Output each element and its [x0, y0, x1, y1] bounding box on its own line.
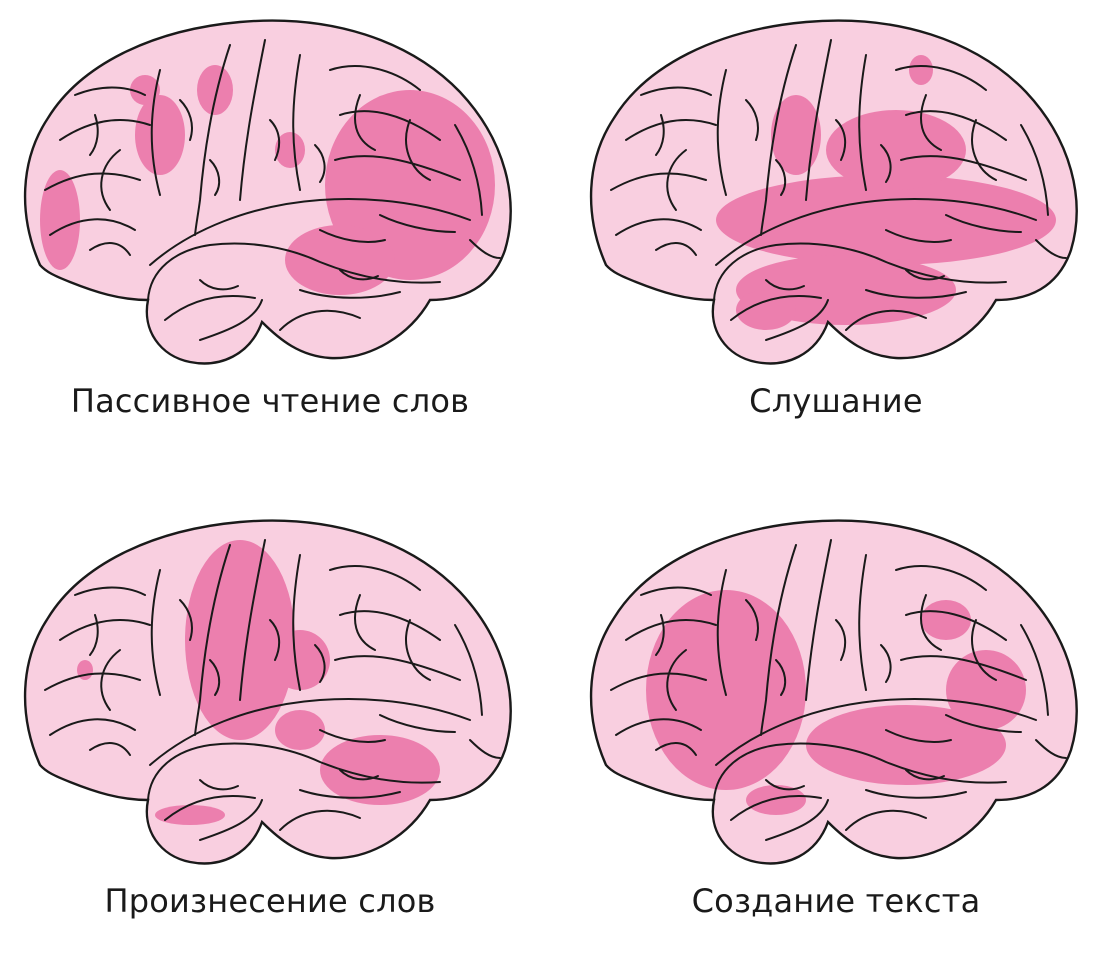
- brain-illustration: [566, 0, 1106, 370]
- panel-speaking-words: Произнесение слов: [0, 500, 540, 960]
- activation-region: [909, 55, 933, 85]
- activation-region: [155, 805, 225, 825]
- panel-caption: Слушание: [566, 382, 1106, 420]
- brain-illustration: [0, 0, 540, 370]
- panel-listening: Слушание: [566, 0, 1106, 460]
- panel-caption: Произнесение слов: [0, 882, 540, 920]
- activation-region: [135, 95, 185, 175]
- activation-region: [921, 600, 971, 640]
- panel-caption: Пассивное чтение слов: [0, 382, 540, 420]
- panel-text-creation: Создание текста: [566, 500, 1106, 960]
- activation-region: [275, 710, 325, 750]
- activation-region: [197, 65, 233, 115]
- activation-region: [946, 650, 1026, 730]
- activation-region: [646, 590, 806, 790]
- brain-illustration: [566, 500, 1106, 870]
- activation-region: [746, 785, 806, 815]
- activation-region: [826, 110, 966, 190]
- activation-region: [40, 170, 80, 270]
- panel-caption: Создание текста: [566, 882, 1106, 920]
- activation-region: [320, 735, 440, 805]
- activation-region: [285, 225, 395, 295]
- brain-illustration: [0, 500, 540, 870]
- panel-passive-reading: Пассивное чтение слов: [0, 0, 540, 460]
